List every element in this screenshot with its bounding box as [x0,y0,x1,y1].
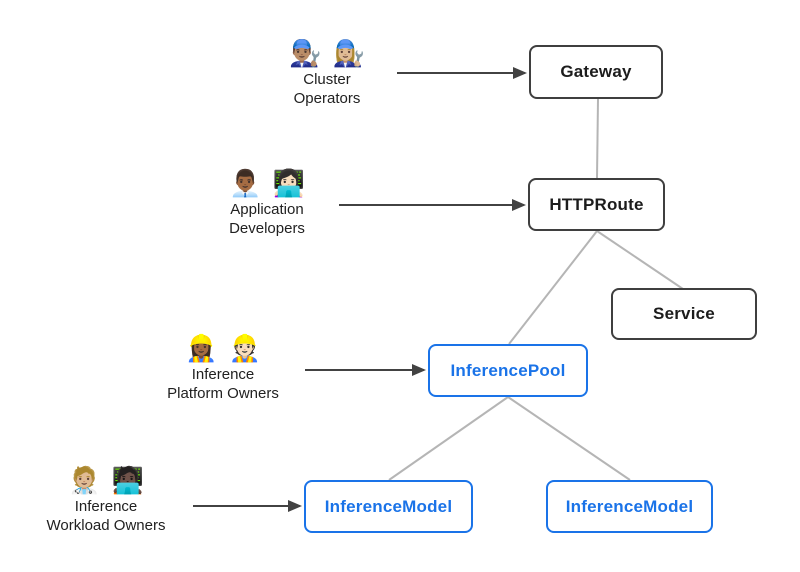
construction-worker-emojis-icon: 👷🏾‍♀️ 👷🏻 [185,333,261,363]
persona-label: Developers [229,220,305,237]
persona-inference-platform-owners: 👷🏾‍♀️ 👷🏻 Inference Platform Owners [148,331,298,403]
persona-label: Cluster [303,71,351,88]
edge-gateway-httproute [596,98,599,179]
persona-label: Application [230,201,304,218]
persona-label: Workload Owners [46,517,166,534]
developer-emojis-icon: 👨🏾‍💼 👩🏻‍💻 [229,168,305,198]
persona-label: Inference [74,498,138,515]
edge-httproute-inferencepool [508,230,598,345]
mechanic-emojis-icon: 👨🏽‍🔧 👩🏼‍🔧 [289,38,365,68]
persona-label: Inference [191,366,255,383]
node-inferencemodel-right: InferenceModel [546,480,713,533]
node-service: Service [611,288,757,340]
node-inferencepool: InferencePool [428,344,588,397]
edge-inferencepool-inferencemodel-right [507,396,631,481]
node-httproute: HTTPRoute [528,178,665,231]
persona-label: Operators [293,90,361,107]
edge-inferencepool-inferencemodel-left [388,396,509,481]
workload-owner-emojis-icon: 🧑🏼‍⚕️ 🧑🏿‍💻 [68,465,144,495]
persona-inference-workload-owners: 🧑🏼‍⚕️ 🧑🏿‍💻 Inference Workload Owners [31,463,181,535]
edge-httproute-service [596,230,684,290]
persona-application-developers: 👨🏾‍💼 👩🏻‍💻 Application Developers [192,166,342,238]
node-gateway: Gateway [529,45,663,99]
persona-cluster-operators: 👨🏽‍🔧 👩🏼‍🔧 Cluster Operators [252,36,402,108]
node-inferencemodel-left: InferenceModel [304,480,473,533]
persona-label: Platform Owners [167,385,279,402]
